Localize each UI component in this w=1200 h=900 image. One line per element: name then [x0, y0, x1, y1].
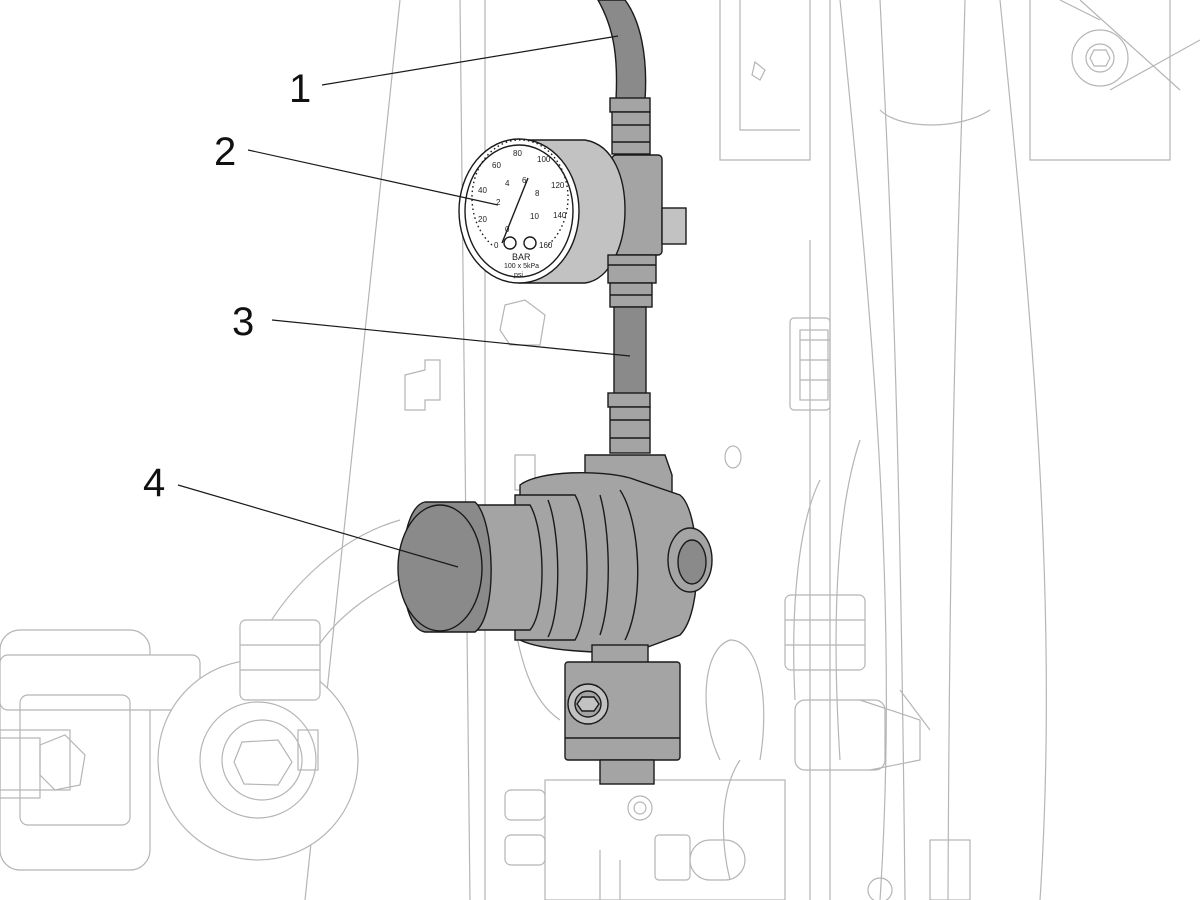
callout-number-2: 2 — [214, 130, 236, 174]
psi-20: 20 — [478, 215, 487, 224]
bar-10: 10 — [530, 212, 539, 221]
callout-4: 4 — [143, 461, 459, 568]
upper-ferrule — [609, 97, 651, 113]
callout-3: 3 — [232, 300, 631, 357]
gauge-needle — [501, 177, 529, 244]
gauge-psi-scale: 0 20 40 60 80 100 120 140 160 — [478, 149, 567, 250]
upper-hose — [597, 0, 647, 101]
psi-100: 100 — [537, 155, 551, 164]
hex-socket-bolt-icon — [567, 683, 609, 725]
bar-8: 8 — [535, 189, 540, 198]
middle-hose — [613, 306, 647, 396]
psi-0: 0 — [494, 241, 499, 250]
gauge-unit-kpa: 100 x 5kPa — [504, 263, 539, 270]
upper-hex-nut — [611, 111, 651, 155]
psi-140: 140 — [553, 211, 567, 220]
highlighted-assembly: 0 20 40 60 80 100 120 140 160 0 2 4 6 8 … — [397, 0, 713, 785]
psi-60: 60 — [492, 161, 501, 170]
callout-number-3: 3 — [232, 300, 254, 344]
bar-6: 6 — [522, 176, 527, 185]
psi-40: 40 — [478, 186, 487, 195]
psi-80: 80 — [513, 149, 522, 158]
callout-2: 2 — [214, 130, 499, 206]
callout-1: 1 — [289, 35, 619, 111]
callout-number-4: 4 — [143, 461, 165, 505]
psi-160: 160 — [539, 241, 553, 250]
callout-number-1: 1 — [289, 67, 311, 111]
bar-2: 2 — [496, 198, 501, 207]
bar-4: 4 — [505, 179, 510, 188]
gauge-unit-psi: psi — [514, 272, 523, 279]
psi-120: 120 — [551, 181, 565, 190]
gauge-unit-bar: BAR — [512, 252, 531, 262]
